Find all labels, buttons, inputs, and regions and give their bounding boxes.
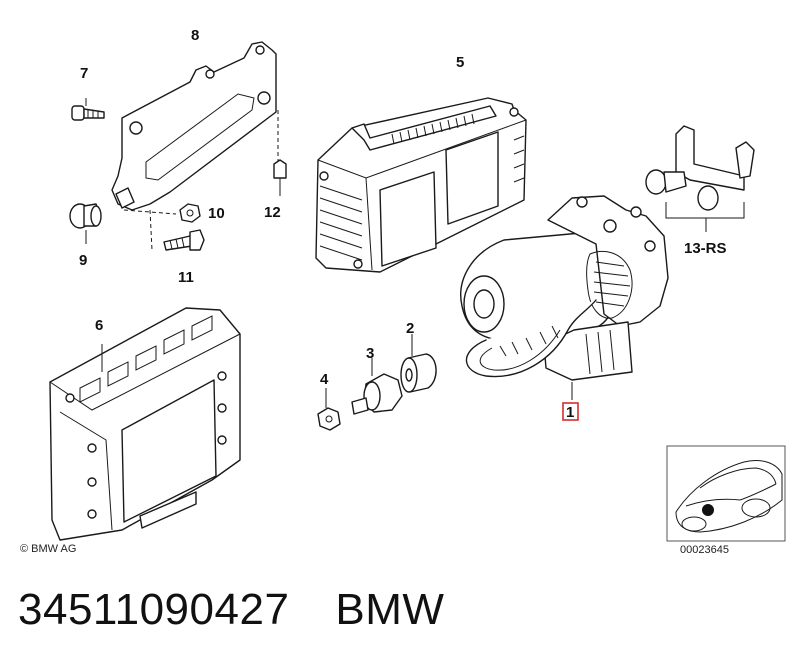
callout-7: 7 bbox=[80, 65, 88, 82]
callout-3: 3 bbox=[366, 345, 374, 362]
nut-part-10 bbox=[179, 203, 201, 223]
callout-12: 12 bbox=[264, 204, 281, 221]
rubber-mount-part-3 bbox=[351, 358, 403, 415]
hose-connector-part-13rs bbox=[645, 125, 755, 232]
copyright-label: © BMW AG bbox=[20, 543, 76, 555]
screw-part-11 bbox=[163, 229, 205, 251]
callout-8: 8 bbox=[191, 27, 199, 44]
bolt-part-12 bbox=[273, 159, 287, 196]
brand-name: BMW bbox=[335, 585, 445, 634]
vehicle-location-thumbnail: 00023645 bbox=[666, 445, 786, 556]
part-number: 34511090427 bbox=[18, 585, 290, 634]
control-unit-part-5 bbox=[315, 97, 527, 273]
pump-assembly-part-1 bbox=[460, 195, 669, 400]
nut-part-4 bbox=[317, 388, 341, 431]
callout-11: 11 bbox=[178, 269, 194, 286]
callout-2: 2 bbox=[406, 320, 414, 337]
callout-1: 1 bbox=[566, 404, 574, 421]
part-location-marker bbox=[702, 504, 714, 516]
callout-13rs: 13-RS bbox=[684, 240, 727, 257]
grommet-part-9 bbox=[69, 203, 102, 244]
thumbnail-code: 00023645 bbox=[680, 544, 729, 556]
callout-6: 6 bbox=[95, 317, 103, 334]
part-caption: 34511090427 BMW bbox=[18, 585, 444, 635]
callout-9: 9 bbox=[79, 252, 87, 269]
bracket-part-8 bbox=[111, 41, 279, 251]
callout-1-highlight-box bbox=[562, 402, 579, 421]
callout-5: 5 bbox=[456, 54, 464, 71]
bushing-part-2 bbox=[400, 334, 437, 393]
callout-1-highlighted[interactable]: 1 bbox=[562, 402, 579, 421]
car-outline bbox=[675, 460, 783, 533]
callout-4: 4 bbox=[320, 371, 329, 388]
bolt-part-7 bbox=[71, 98, 105, 121]
housing-part-6 bbox=[49, 307, 241, 541]
callout-10: 10 bbox=[208, 205, 225, 222]
